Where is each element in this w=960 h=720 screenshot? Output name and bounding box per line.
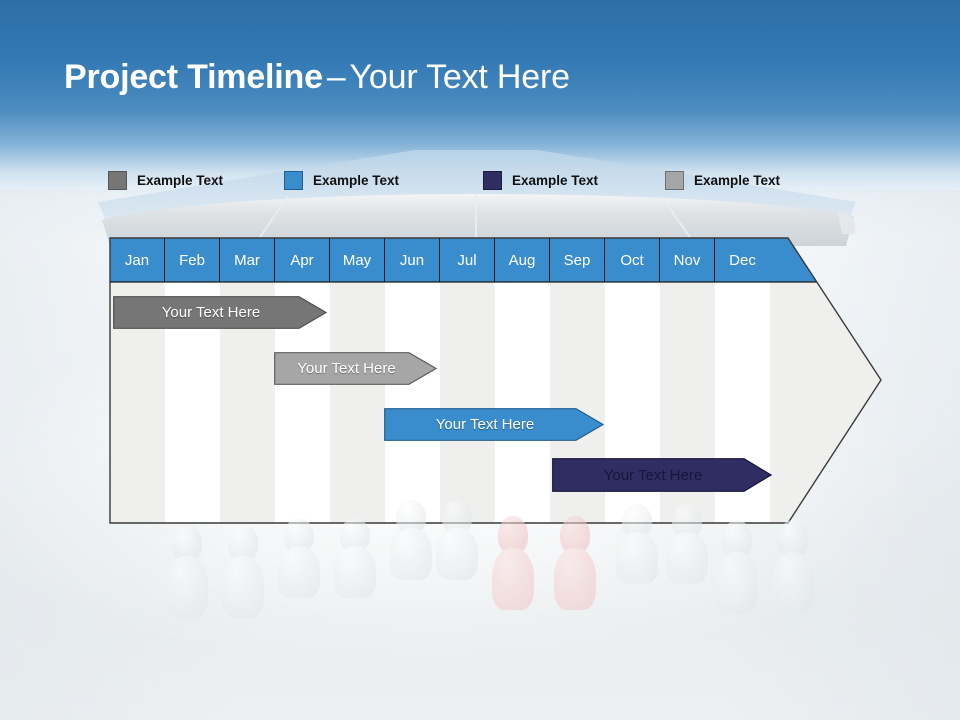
task-bar-4-label: Your Text Here — [603, 466, 703, 484]
figurine-reflection-decoration — [108, 500, 868, 632]
title-strong: Project Timeline — [64, 58, 323, 96]
task-bar-4-shape — [552, 458, 772, 492]
umbrella-canopy-decoration — [98, 150, 856, 247]
title-light: Your Text Here — [349, 58, 570, 96]
task-bar-3-label: Your Text Here — [435, 416, 535, 433]
month-cell-aug[interactable]: Aug — [495, 238, 550, 282]
month-cell-may[interactable]: May — [330, 238, 385, 282]
legend-item-3[interactable]: Example Text — [483, 168, 598, 192]
legend-item-label: Example Text — [313, 172, 400, 188]
timeline-chart: Jan Feb Mar Apr May Jun Jul Aug Sep Oct … — [108, 236, 883, 526]
legend-item-2[interactable]: Example Text — [284, 168, 399, 192]
month-header-row: Jan Feb Mar Apr May Jun Jul Aug Sep Oct … — [110, 238, 770, 282]
legend-swatch-icon — [483, 170, 502, 190]
month-cell-jan[interactable]: Jan — [110, 238, 165, 282]
task-bar-2-shape — [274, 352, 437, 385]
legend-swatch-icon — [665, 170, 684, 190]
task-bar-3-shape — [384, 408, 604, 441]
month-cell-dec[interactable]: Dec — [729, 251, 756, 269]
task-bar-4[interactable]: Your Text Here — [552, 458, 772, 492]
month-cell-mar[interactable]: Mar — [220, 238, 275, 282]
task-bar-1[interactable]: Your Text Here — [113, 296, 327, 329]
legend-item-4[interactable]: Example Text — [665, 168, 780, 192]
month-cell-nov[interactable]: Nov — [660, 238, 715, 282]
month-cell-apr[interactable]: Apr — [275, 238, 330, 282]
legend-swatch-icon — [284, 170, 303, 190]
legend-item-1[interactable]: Example Text — [108, 168, 223, 192]
legend-item-label: Example Text — [694, 172, 781, 188]
month-cell-sep[interactable]: Sep — [550, 238, 605, 282]
legend-item-label: Example Text — [137, 172, 224, 188]
legend-swatch-icon — [108, 170, 127, 190]
legend: Example Text Example Text Example Text E… — [108, 168, 808, 194]
task-bar-1-label: Your Text Here — [161, 304, 261, 321]
month-cell-jun[interactable]: Jun — [385, 238, 440, 282]
month-cell-oct[interactable]: Oct — [605, 238, 660, 282]
title-dash: – — [326, 58, 346, 96]
month-cell-jul[interactable]: Jul — [440, 238, 495, 282]
task-bar-2[interactable]: Your Text Here — [274, 352, 437, 385]
legend-item-label: Example Text — [512, 172, 599, 188]
month-cell-feb[interactable]: Feb — [165, 238, 220, 282]
page-title: Project Timeline–Your Text Here — [64, 58, 570, 97]
task-bar-3[interactable]: Your Text Here — [384, 408, 604, 441]
task-bar-1-shape — [113, 296, 327, 329]
task-bar-2-label: Your Text Here — [297, 360, 396, 377]
